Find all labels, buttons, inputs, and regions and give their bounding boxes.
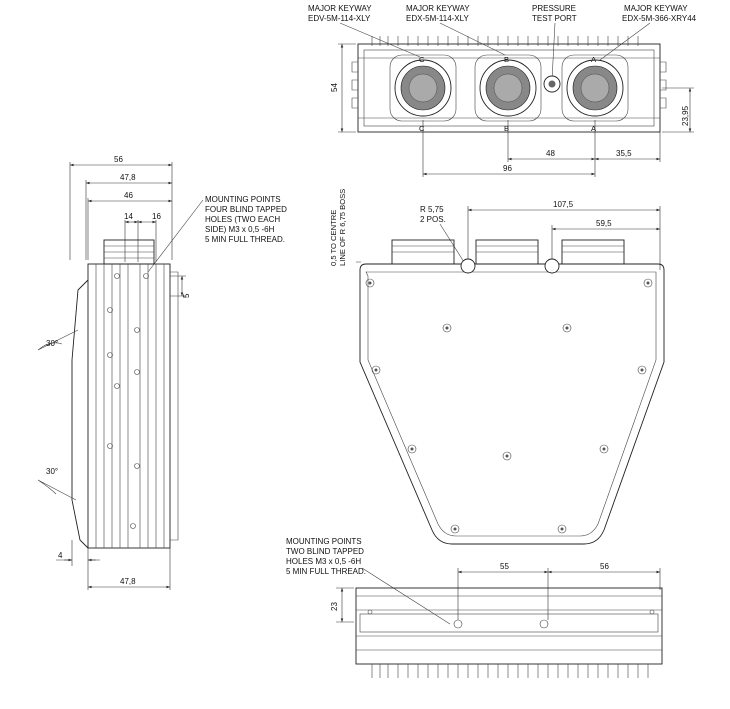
dim-47-8-bottom: 47,8 <box>120 577 136 586</box>
callout-keyway-1-line1: MAJOR KEYWAY <box>308 4 372 13</box>
callout-pressure-line2: TEST PORT <box>532 14 577 23</box>
callout-keyway-3-line2: EDX-5M-366-XRY44 <box>622 14 697 23</box>
dim-54: 54 <box>330 83 339 92</box>
angle-top-lines <box>37 329 79 351</box>
bottom-hole-2 <box>539 619 549 629</box>
front-view: 0,5 TO CENTRE LINE OF R 6,75 BOSS R 5,75… <box>329 189 665 545</box>
letter-c-1: C <box>419 55 425 64</box>
dim-47-8-top: 47,8 <box>120 173 136 182</box>
dim-96: 96 <box>503 164 512 173</box>
top-pins <box>371 36 639 46</box>
dim-23: 23 <box>330 602 339 611</box>
front-holes <box>365 278 653 534</box>
dim-23-95: 23,95 <box>681 105 690 126</box>
side-note-leader <box>147 199 204 273</box>
dim-48: 48 <box>546 149 555 158</box>
side-note-line4: SIDE) M3 x 0,5 -6H <box>205 225 275 234</box>
top-view-fins <box>351 61 667 109</box>
leader-2 <box>439 22 506 56</box>
bottom-note-line4: 5 MIN FULL THREAD. <box>286 567 366 576</box>
boss-2 <box>544 258 560 274</box>
bottom-note-line2: TWO BLIND TAPPED <box>286 547 364 556</box>
top-view: MAJOR KEYWAY EDV-5M-114-XLY MAJOR KEYWAY… <box>308 4 697 177</box>
side-note-line2: FOUR BLIND TAPPED <box>205 205 287 214</box>
dim-16: 16 <box>152 212 161 221</box>
dim-4: 4 <box>58 551 63 560</box>
angle-bottom: 30° <box>46 467 58 476</box>
letter-b-1: B <box>504 55 509 64</box>
leader-4 <box>599 22 651 61</box>
dim-5: 5 <box>182 293 191 298</box>
dim-46: 46 <box>124 191 133 200</box>
dim-55: 55 <box>500 562 509 571</box>
dim-56-bottom: 56 <box>600 562 609 571</box>
radius-leader <box>439 223 465 263</box>
bottom-body <box>355 587 663 665</box>
side-view: 56 47,8 46 14 16 MOUNTING POINTS FOUR BL… <box>37 155 287 590</box>
top-view-outline <box>357 43 661 133</box>
side-note-line3: HOLES (TWO EACH <box>205 215 280 224</box>
top-view-rails <box>358 57 660 119</box>
bottom-hole-1 <box>453 619 463 629</box>
angle-bottom-lines <box>37 479 77 501</box>
radius-note-line1: R 5,75 <box>420 205 444 214</box>
front-body-inner <box>365 271 657 537</box>
letter-c-2: C <box>419 124 425 133</box>
leader-3 <box>551 22 556 81</box>
callout-keyway-2-line1: MAJOR KEYWAY <box>406 4 470 13</box>
dim-35-5: 35,5 <box>616 149 632 158</box>
side-note-line1: MOUNTING POINTS <box>205 195 281 204</box>
side-slope <box>71 279 89 549</box>
pressure-port <box>543 75 561 93</box>
connector-3 <box>561 54 629 122</box>
connector-1 <box>389 54 457 122</box>
callout-pressure-line1: PRESSURE <box>532 4 576 13</box>
dim-56-side: 56 <box>114 155 123 164</box>
centre-note-line1: 0,5 TO CENTRE <box>329 210 338 266</box>
bottom-pins <box>371 664 649 678</box>
letter-b-2: B <box>504 124 509 133</box>
top-view-inner <box>363 49 655 127</box>
boss-1 <box>460 258 476 274</box>
bottom-note-line3: HOLES M3 x 0,5 -6H <box>286 557 361 566</box>
centre-note-line2: LINE OF R 6,75 BOSS <box>338 189 347 266</box>
dim-59-5: 59,5 <box>596 219 612 228</box>
dim-107-5: 107,5 <box>553 200 574 209</box>
bottom-view: MOUNTING POINTS TWO BLIND TAPPED HOLES M… <box>286 537 663 678</box>
front-body-outline <box>359 263 665 545</box>
callout-keyway-3-line1: MAJOR KEYWAY <box>624 4 688 13</box>
connector-2 <box>474 54 542 122</box>
callout-keyway-2-line2: EDX-5M-114-XLY <box>406 14 470 23</box>
radius-note-line2: 2 POS. <box>420 215 446 224</box>
letter-a-2: A <box>591 124 597 133</box>
side-note-line5: 5 MIN FULL THREAD. <box>205 235 285 244</box>
callout-keyway-1-line2: EDV-5M-114-XLY <box>308 14 371 23</box>
angle-top: 30° <box>46 339 58 348</box>
bottom-note-line1: MOUNTING POINTS <box>286 537 362 546</box>
side-body <box>87 263 171 549</box>
bottom-rails <box>356 595 662 651</box>
letter-a-1: A <box>591 55 597 64</box>
dim-14: 14 <box>124 212 133 221</box>
side-flange <box>170 271 179 541</box>
side-fins <box>95 264 165 548</box>
